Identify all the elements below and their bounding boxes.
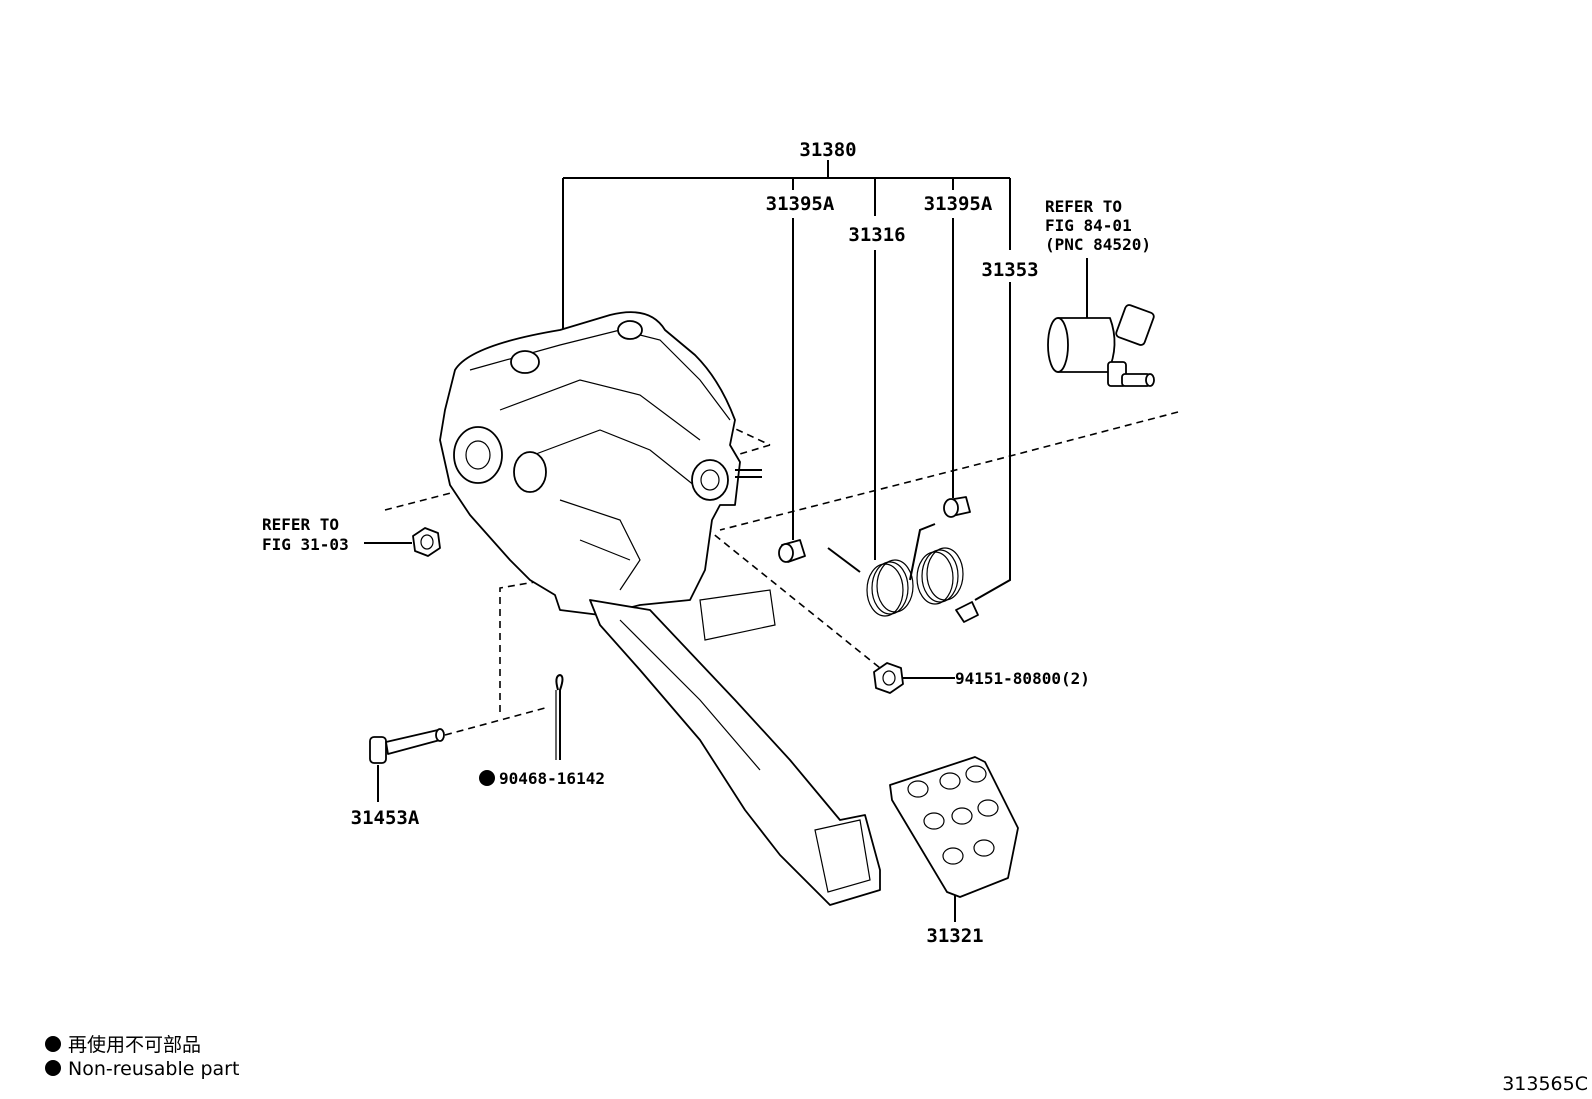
refer-switch-line2: FIG 84-01 (1045, 216, 1132, 235)
pin-drawing (369, 728, 445, 764)
callout-clip: 31353 (981, 259, 1038, 281)
refer-bracket-line1: REFER TO (262, 515, 339, 534)
pedal-bracket-drawing (439, 311, 762, 616)
part-leaders (792, 218, 1011, 601)
refer-switch-line3: (PNC 84520) (1045, 235, 1151, 254)
stopper-cushion-left-drawing (778, 539, 806, 563)
legend-text-jp: 再使用不可部品 (68, 1034, 201, 1056)
pedal-pad-drawing (889, 756, 1019, 898)
stopper-cushion-right-drawing (943, 496, 971, 518)
brake-pedal-arm-drawing (589, 589, 881, 906)
bracket-nut-drawing (412, 527, 441, 557)
cotter-pin-drawing (555, 673, 564, 760)
callout-pin: 31453A (351, 807, 420, 829)
legend-marker-jp (45, 1036, 61, 1052)
non-reusable-marker (479, 770, 495, 786)
callout-spring: 31316 (848, 224, 905, 246)
refer-bracket-line2: FIG 31-03 (262, 535, 349, 554)
callout-cotter-pin: 90468-16142 (499, 769, 605, 788)
callout-cushion-a-right: 31395A (924, 193, 993, 215)
callout-nut: 94151-80800(2) (955, 669, 1090, 688)
clip-drawing (955, 601, 979, 623)
assembly-leader-tree (562, 160, 1011, 330)
stop-lamp-switch-drawing (1047, 304, 1155, 387)
hex-nut-drawing (873, 662, 904, 694)
return-spring-drawing (827, 523, 964, 617)
callout-pedal-pad: 31321 (926, 925, 983, 947)
figure-id: 313565C (1502, 1073, 1588, 1095)
legend-marker-en (45, 1060, 61, 1076)
legend-text-en: Non-reusable part (68, 1058, 239, 1080)
refer-switch-line1: REFER TO (1045, 197, 1122, 216)
callout-cushion-a-left: 31395A (766, 193, 835, 215)
assembly-label: 31380 (799, 139, 856, 161)
